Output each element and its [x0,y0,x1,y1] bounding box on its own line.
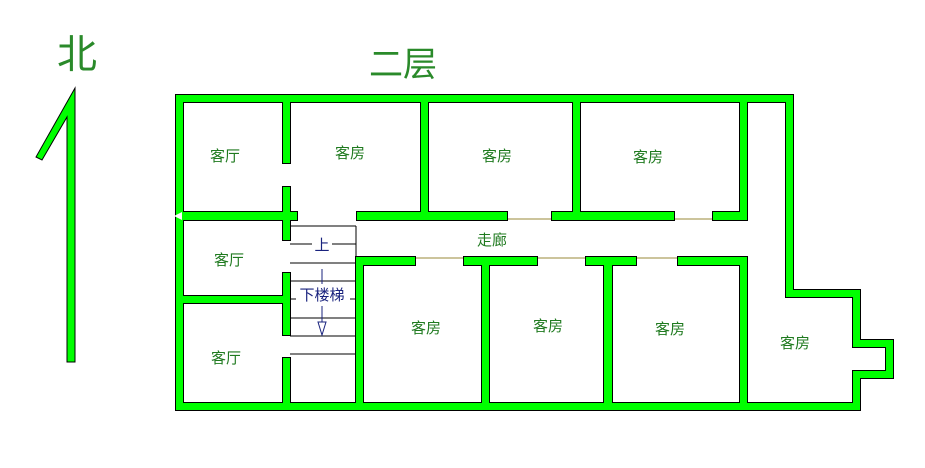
door-lines [415,218,713,259]
wall [713,212,747,220]
room-label: 客房 [633,148,663,166]
stair-up-label: 上 [314,236,329,254]
room-label: 客厅 [214,251,244,269]
wall [740,95,747,220]
wall [786,95,793,297]
room-label: 客房 [655,320,685,338]
entrance-arrow-icon [174,212,182,220]
wall [678,257,747,265]
wall [421,102,428,220]
room-label: 客房 [533,317,563,335]
wall [786,290,860,297]
room-label: 客厅 [210,147,240,165]
room-label: 客房 [335,144,365,162]
wall [176,95,793,102]
wall [886,340,893,378]
wall [183,296,290,303]
wall [853,371,893,378]
wall [356,257,415,265]
north-label: 北 [57,32,97,78]
wall [573,102,580,220]
wall [464,257,537,265]
wall [283,102,290,163]
wall [176,95,183,410]
wall [853,290,860,347]
corridor-label: 走廊 [477,231,507,249]
wall [176,403,860,410]
walls [176,95,893,410]
north-arrow-icon [35,86,76,363]
wall [356,257,363,410]
wall [357,212,507,220]
room-label: 客房 [780,334,810,352]
room-label: 客厅 [211,349,241,367]
stair-down-label: 下楼梯 [299,286,344,304]
wall [283,273,290,335]
wall [853,340,893,347]
room-label: 客房 [482,147,512,165]
stair-down-arrow-icon [317,269,327,337]
room-label: 客房 [411,319,441,337]
wall [283,358,290,403]
wall [853,371,860,410]
wall [740,257,747,410]
wall [552,212,674,220]
floor-title: 二层 [369,45,437,85]
wall [183,212,297,220]
wall [604,257,612,410]
wall [482,257,489,410]
